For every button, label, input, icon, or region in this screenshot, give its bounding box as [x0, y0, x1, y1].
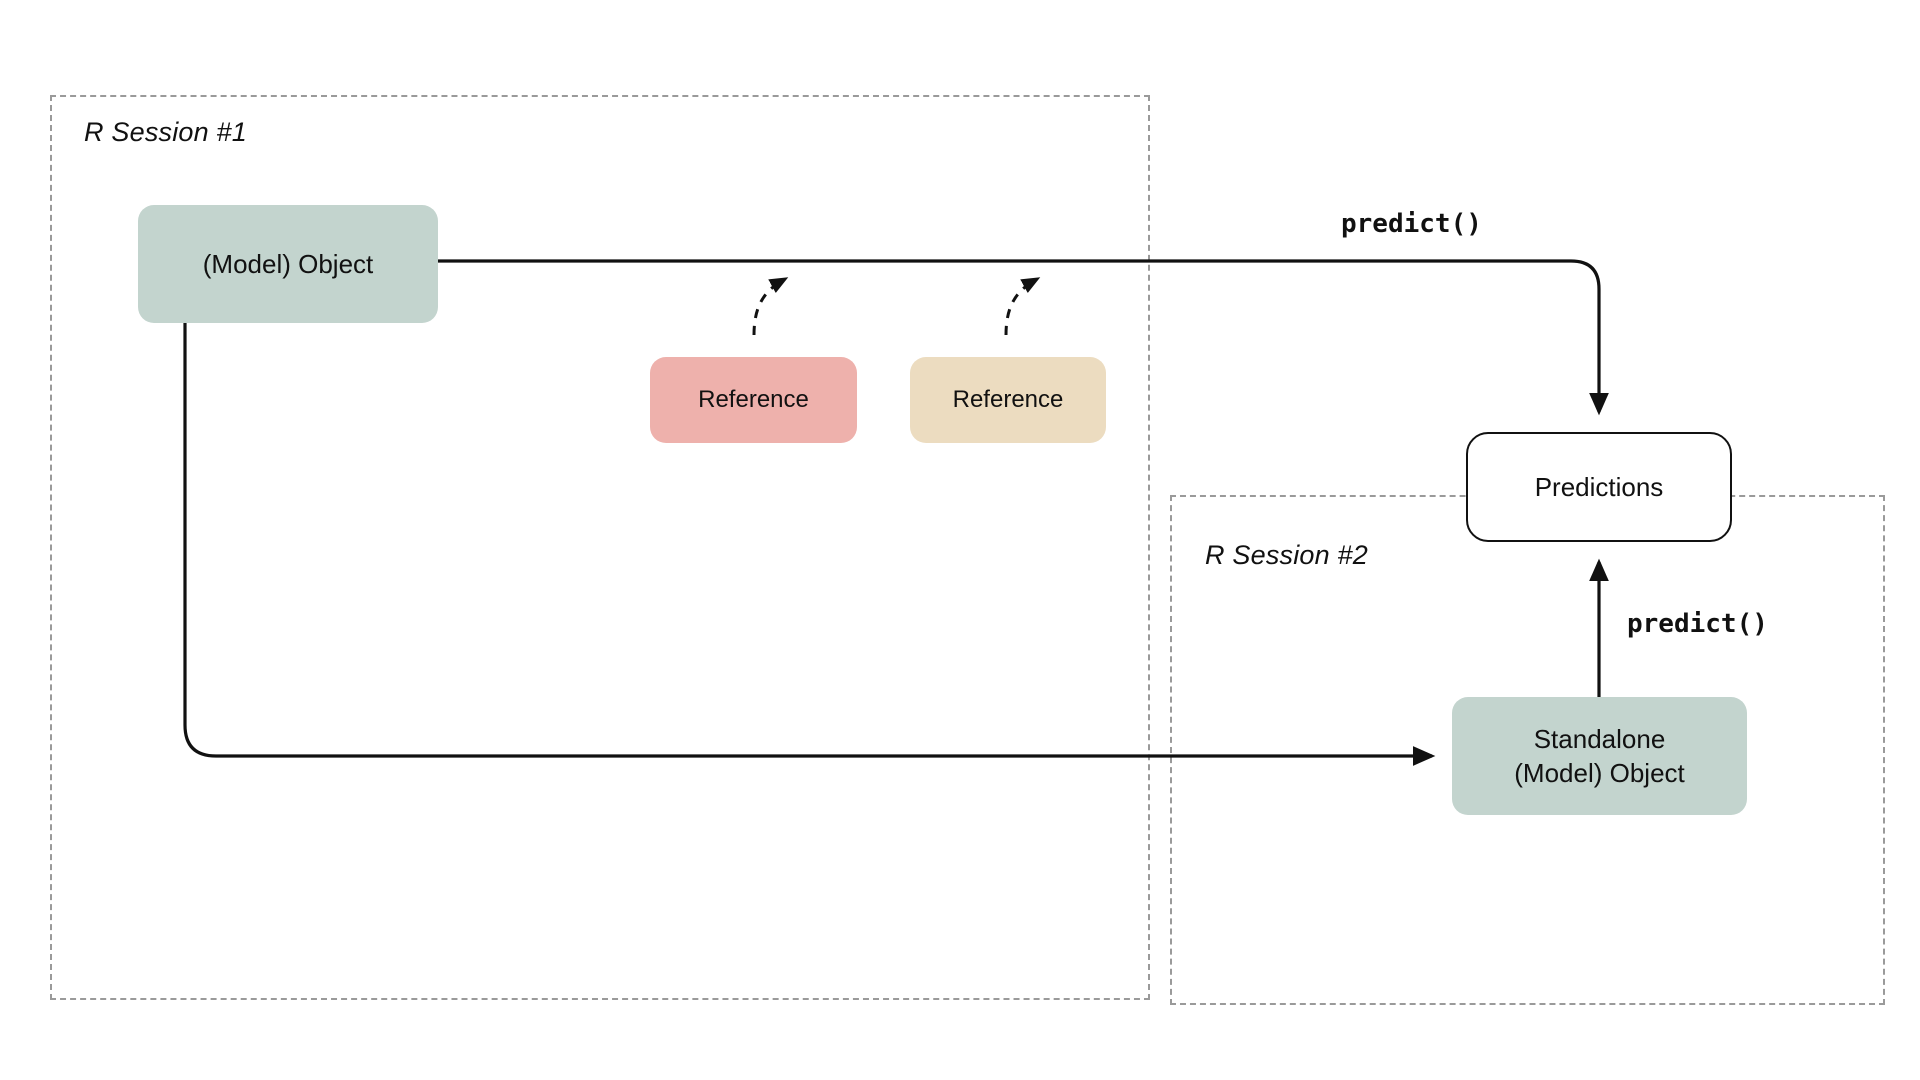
node-reference-1-label: Reference	[698, 386, 809, 414]
edge-reference-2-dashed	[1004, 277, 1041, 336]
node-predictions[interactable]: Predictions	[1466, 432, 1732, 542]
edge-model-to-standalone	[183, 323, 1436, 766]
node-reference-2[interactable]: Reference	[910, 357, 1106, 443]
session-2-label: R Session #2	[1205, 540, 1368, 570]
edge-reference-1-dashed	[752, 277, 789, 336]
edge-label-predict-bottom: predict()	[1627, 609, 1768, 639]
edge-model-to-predictions	[438, 259, 1609, 416]
node-reference-1[interactable]: Reference	[650, 357, 857, 443]
node-standalone-object-label: Standalone (Model) Object	[1514, 723, 1685, 788]
node-reference-2-label: Reference	[952, 386, 1064, 414]
node-model-object-label: (Model) Object	[202, 248, 374, 279]
edge-label-predict-top: predict()	[1341, 209, 1482, 239]
node-model-object[interactable]: (Model) Object	[138, 205, 438, 323]
node-predictions-label: Predictions	[1534, 471, 1664, 502]
session-1-label: R Session #1	[84, 117, 247, 147]
session-container-1	[50, 95, 1150, 1000]
node-standalone-object[interactable]: Standalone (Model) Object	[1452, 697, 1747, 815]
